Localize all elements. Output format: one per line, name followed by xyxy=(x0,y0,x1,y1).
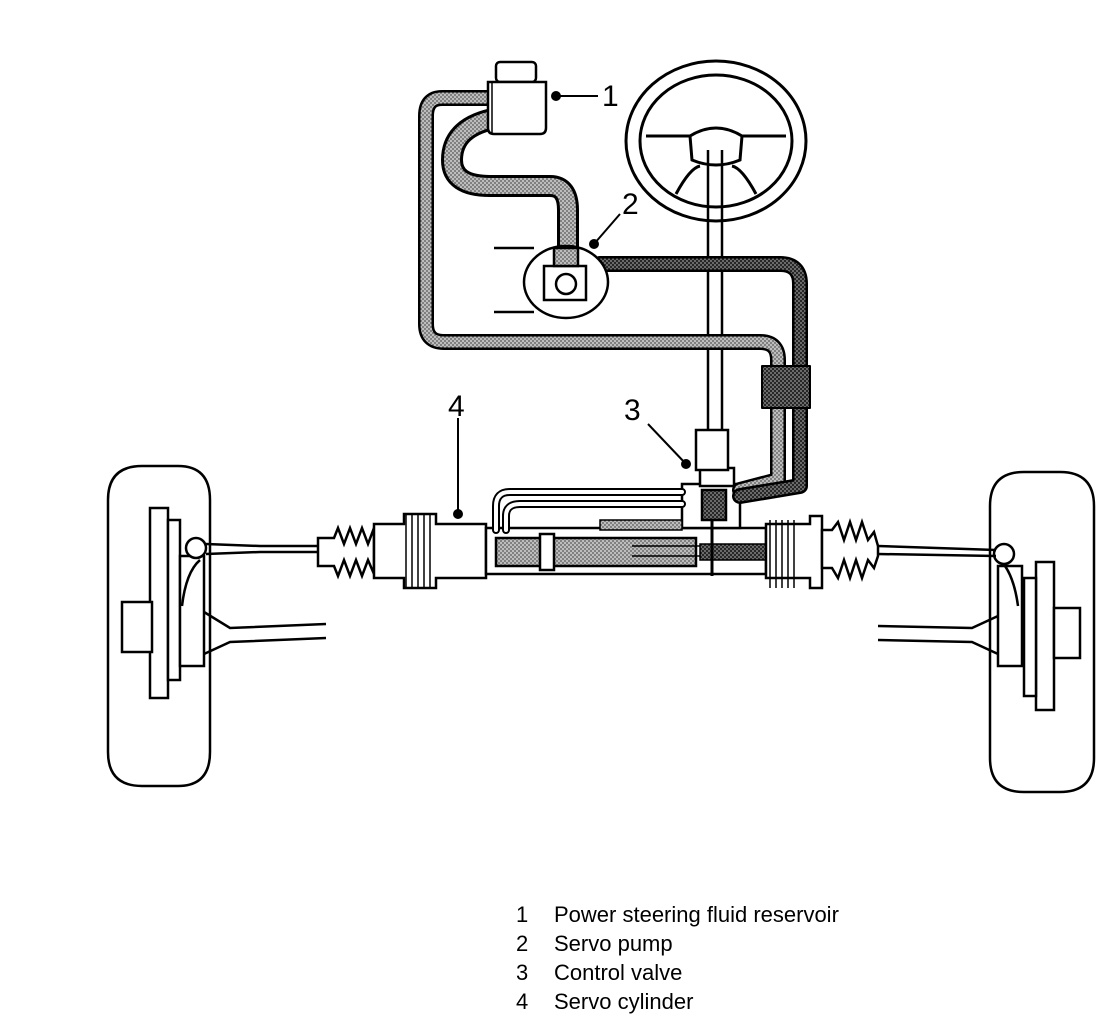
legend-item: 1 Power steering fluid reservoir xyxy=(516,900,839,929)
callout-leaders xyxy=(453,91,691,519)
callout-2: 2 xyxy=(622,188,639,221)
callout-3: 3 xyxy=(624,394,641,427)
servo-cylinder-icon xyxy=(316,512,880,590)
fluid-hoses xyxy=(418,90,811,534)
callout-4: 4 xyxy=(448,390,465,423)
steering-wheel-icon xyxy=(624,59,808,223)
legend-text: Power steering fluid reservoir xyxy=(554,902,839,927)
legend-number: 1 xyxy=(516,902,529,927)
legend-text: Servo pump xyxy=(554,931,673,956)
legend-number: 3 xyxy=(516,960,529,985)
fluid-reservoir-icon xyxy=(486,60,548,136)
legend-item: 4 Servo cylinder xyxy=(516,987,839,1016)
legend-item: 3 Control valve xyxy=(516,958,839,987)
legend-text: Servo cylinder xyxy=(554,989,694,1014)
control-valve-icon xyxy=(599,428,742,576)
callout-1: 1 xyxy=(602,80,619,113)
legend-number: 2 xyxy=(516,931,529,956)
legend: 1 Power steering fluid reservoir 2 Servo… xyxy=(516,900,839,1016)
servo-pump-icon xyxy=(494,244,610,320)
legend-number: 4 xyxy=(516,989,529,1014)
left-wheel-icon xyxy=(106,464,327,788)
legend-text: Control valve xyxy=(554,960,683,985)
right-wheel-icon xyxy=(877,470,1096,794)
steering-column xyxy=(706,150,724,430)
tie-rods xyxy=(205,542,997,558)
legend-item: 2 Servo pump xyxy=(516,929,839,958)
